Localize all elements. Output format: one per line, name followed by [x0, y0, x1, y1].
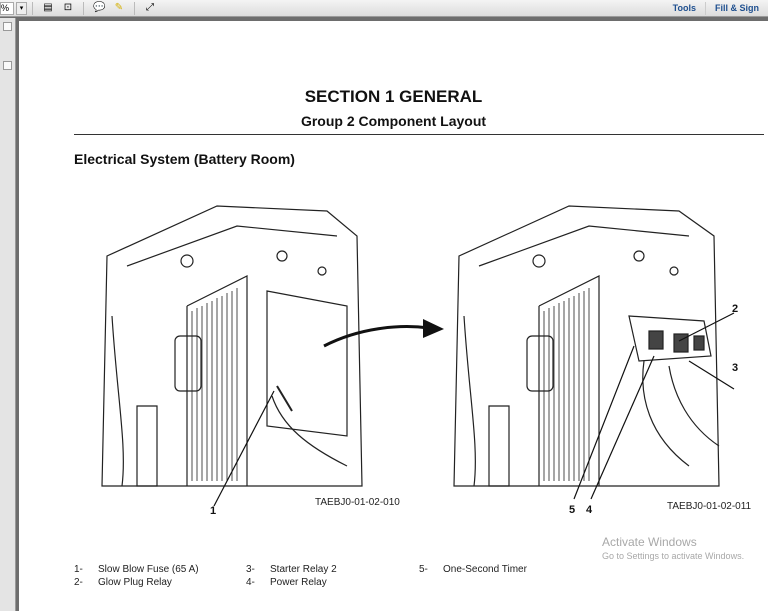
group-title: Group 2 Component Layout: [300, 113, 487, 129]
leader-line-1: [213, 390, 275, 507]
expand-icon[interactable]: ⤢: [146, 2, 154, 13]
navigation-sidebar: [0, 18, 16, 611]
figure-left-code: TAEBJ0-01-02-010: [315, 497, 400, 508]
section-title: SECTION 1 GENERAL: [304, 87, 483, 106]
callout-3: 3: [732, 362, 739, 374]
section-heading: Electrical System (Battery Room): [74, 151, 295, 167]
legend-item: 4-Power Relay: [246, 577, 327, 588]
callout-2: 2: [732, 303, 739, 315]
highlight-icon[interactable]: ✎: [114, 2, 124, 13]
legend-item: 3-Starter Relay 2: [246, 564, 337, 575]
battery-room-figure-right: [453, 205, 720, 487]
transition-arrow: [323, 319, 444, 348]
callout-5: 5: [569, 504, 576, 516]
legend-item: 5-One-Second Timer: [419, 564, 527, 575]
attachments-panel-icon[interactable]: [3, 61, 12, 70]
battery-room-figure-left: [101, 205, 363, 487]
figure-right-code: TAEBJ0-01-02-011: [667, 501, 752, 512]
callout-1: 1: [210, 505, 217, 517]
activation-watermark-subtitle: Go to Settings to activate Windows.: [602, 551, 745, 561]
pages-panel-icon[interactable]: [3, 22, 12, 31]
callout-4: 4: [586, 504, 593, 516]
legend-item: 2-Glow Plug Relay: [74, 577, 172, 588]
legend-item: 1-Slow Blow Fuse (65 A): [74, 564, 199, 575]
divider: [134, 1, 135, 15]
pdf-page: SECTION 1 GENERAL Group 2 Component Layo…: [19, 21, 768, 611]
divider: [83, 1, 84, 15]
toolbar: % ▾ ▤ ⊡ 💬 ✎ ⤢ Tools Fill & Sign: [0, 0, 768, 17]
zoom-dropdown-button[interactable]: ▾: [16, 1, 27, 15]
comment-icon[interactable]: 💬: [93, 2, 106, 13]
zoom-input[interactable]: %: [0, 1, 14, 15]
divider: [32, 1, 33, 15]
activation-watermark-title: Activate Windows: [602, 535, 697, 549]
callout-leader-lines: [573, 312, 735, 500]
fit-page-icon[interactable]: ⊡: [63, 2, 73, 13]
tools-button[interactable]: Tools: [672, 3, 696, 13]
print-icon[interactable]: ▤: [43, 2, 53, 13]
title-rule: [74, 134, 764, 135]
divider: [705, 1, 706, 15]
fill-sign-button[interactable]: Fill & Sign: [715, 3, 759, 13]
